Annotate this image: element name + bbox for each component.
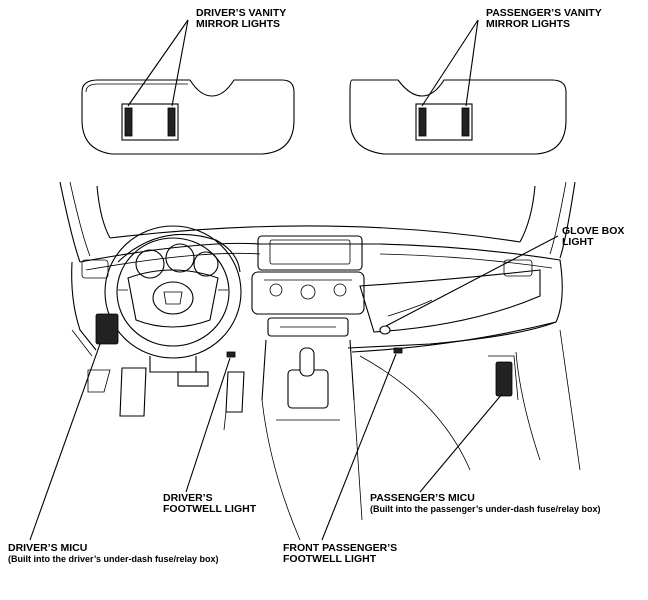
front-passenger-footwell-light-label: FRONT PASSENGER’S FOOTWELL LIGHT bbox=[283, 543, 397, 565]
drivers-footwell-light bbox=[226, 351, 236, 358]
driver-vanity-light-right bbox=[167, 107, 176, 137]
front-passenger-footwell-line-2: FOOTWELL LIGHT bbox=[283, 553, 377, 565]
passengers-vanity-mirror-lights-label: PASSENGER’S VANITY MIRROR LIGHTS bbox=[486, 8, 602, 30]
passenger-vanity-light-left bbox=[418, 107, 427, 137]
passengers-micu-unit bbox=[488, 355, 519, 401]
passengers-vanity-line-1: PASSENGER’S VANITY bbox=[486, 7, 602, 19]
callout-leader-lines bbox=[29, 235, 559, 541]
steering-wheel-assembly bbox=[104, 225, 242, 373]
passenger-vanity-light-right bbox=[461, 107, 470, 137]
glove-box-line-1: GLOVE BOX bbox=[562, 225, 625, 237]
glove-box-line-2: LIGHT bbox=[562, 236, 594, 248]
passenger-sun-visor bbox=[349, 79, 567, 155]
drivers-micu-line-1: DRIVER’S MICU bbox=[8, 542, 88, 554]
front-passenger-footwell-light bbox=[393, 347, 403, 354]
drivers-micu-unit bbox=[71, 313, 119, 393]
front-passenger-footwell-line-1: FRONT PASSENGER’S bbox=[283, 542, 398, 554]
passengers-micu-label: PASSENGER’S MICU (Built into the passeng… bbox=[370, 492, 601, 515]
passengers-micu-line-1: PASSENGER’S MICU bbox=[370, 492, 475, 504]
driver-sun-visor bbox=[81, 79, 295, 155]
vanity-leader-lines bbox=[127, 19, 479, 107]
glove-box-light-label: GLOVE BOX LIGHT bbox=[562, 226, 624, 248]
pedals bbox=[119, 367, 245, 431]
drivers-footwell-line-1: DRIVER’S bbox=[163, 492, 213, 504]
drivers-vanity-mirror-lights-label: DRIVER’S VANITY MIRROR LIGHTS bbox=[196, 8, 286, 30]
passengers-vanity-line-2: MIRROR LIGHTS bbox=[486, 18, 570, 30]
drivers-vanity-line-1: DRIVER’S VANITY bbox=[196, 7, 287, 19]
drivers-micu-label: DRIVER’S MICU (Built into the driver’s u… bbox=[8, 542, 219, 565]
cabin-frame bbox=[59, 181, 576, 263]
drivers-micu-line-2: (Built into the driver’s under-dash fuse… bbox=[8, 554, 219, 564]
driver-vanity-light-left bbox=[124, 107, 133, 137]
drivers-vanity-line-2: MIRROR LIGHTS bbox=[196, 18, 280, 30]
passengers-micu-line-2: (Built into the passenger’s under-dash f… bbox=[370, 504, 601, 514]
drivers-footwell-line-2: FOOTWELL LIGHT bbox=[163, 503, 257, 515]
center-stack bbox=[251, 235, 365, 541]
drivers-footwell-light-label: DRIVER’S FOOTWELL LIGHT bbox=[163, 493, 256, 515]
glove-box-light bbox=[379, 325, 391, 335]
